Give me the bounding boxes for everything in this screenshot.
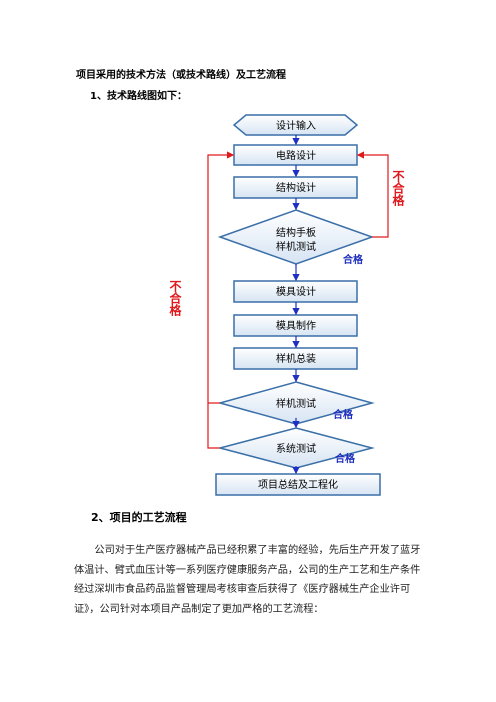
pass-label-sample-test: 合格 — [332, 408, 354, 421]
body-paragraph: 公司对于生产医疗器械产品已经积累了丰富的经验，先后生产开发了蓝牙体温计、臂式血压… — [74, 545, 421, 615]
node-prototype-test-label-2: 样机测试 — [276, 240, 316, 253]
node-mold-making: 模具制作 — [233, 314, 358, 337]
node-circuit-design-label: 电路设计 — [276, 149, 316, 162]
fail-label-left-text: 不合格 — [168, 280, 182, 317]
node-mold-design-label: 模具设计 — [276, 285, 316, 298]
node-system-test-label: 系统测试 — [276, 442, 316, 455]
node-sample-assembly: 样机总装 — [233, 347, 358, 370]
node-structure-design-label: 结构设计 — [276, 181, 316, 194]
node-structure-design: 结构设计 — [233, 176, 358, 199]
node-sample-assembly-label: 样机总装 — [276, 352, 316, 365]
node-sample-test-label: 样机测试 — [276, 397, 316, 410]
node-project-summary: 项目总结及工程化 — [215, 473, 381, 496]
pass-label-system-test: 合格 — [334, 452, 356, 465]
subsection-title-technical-route: 1、技术路线图如下： — [90, 91, 187, 102]
node-project-summary-label: 项目总结及工程化 — [258, 478, 338, 491]
fail-label-right: 不合格 — [391, 170, 405, 207]
node-design-input: 设计输入 — [232, 114, 359, 136]
node-prototype-test-label-1: 结构手板 — [276, 226, 316, 239]
node-circuit-design: 电路设计 — [233, 144, 358, 166]
fail-label-left: 不合格 — [168, 280, 182, 317]
fail-feedback-loops — [207, 151, 389, 449]
subsection-title-process-flow: 2、项目的工艺流程 — [91, 511, 187, 524]
pass-label-prototype: 合格 — [342, 253, 364, 266]
node-design-input-label: 设计输入 — [276, 119, 316, 132]
section-title: 项目采用的技术方法（或技术路线）及工艺流程 — [76, 70, 286, 81]
fail-label-right-text: 不合格 — [391, 170, 405, 207]
node-mold-making-label: 模具制作 — [276, 319, 316, 332]
node-mold-design: 模具设计 — [233, 280, 358, 303]
